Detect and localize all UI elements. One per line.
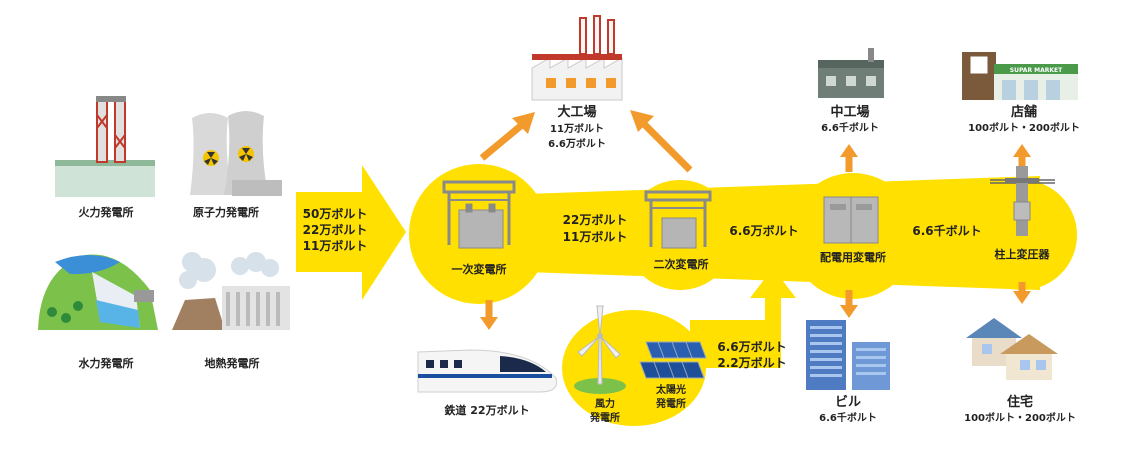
solar-panel-icon — [639, 341, 707, 379]
renewable-area-disc — [562, 310, 706, 426]
wind-plant-label-2: 発電所 — [590, 413, 620, 424]
primary-substation-label: 一次変電所 — [451, 263, 507, 276]
railway-label: 鉄道 22万ボルト — [432, 404, 542, 418]
mid-factory-icon — [818, 48, 884, 98]
pole-transformer-icon — [990, 166, 1055, 236]
thermal-plant-icon — [55, 96, 155, 197]
house-icon — [966, 318, 1058, 380]
store-label: 店舗 — [1010, 105, 1037, 120]
large-factory-label: 大工場 — [557, 105, 597, 120]
store-icon: SUPAR MARKET — [962, 52, 1078, 100]
railway-name: 鉄道 — [444, 404, 467, 417]
geothermal-plant-icon — [172, 252, 290, 330]
primary-substation-icon — [442, 180, 516, 249]
arrow-to-railway — [480, 300, 498, 330]
renewable-voltage-2: 2.2万ボルト — [717, 356, 787, 370]
building-icon — [806, 320, 890, 390]
mid-factory-label: 中工場 — [830, 105, 870, 120]
store-sign: SUPAR MARKET — [1010, 67, 1063, 74]
secondary-substation-icon — [644, 190, 712, 249]
input-voltage-2: 22万ボルト — [302, 223, 368, 237]
orange-arrows — [479, 110, 1031, 330]
solar-plant-label-1: 太陽光 — [656, 385, 686, 396]
large-factory-voltage-2: 6.6万ボルト — [548, 139, 606, 150]
mid-factory-voltage: 6.6千ボルト — [821, 123, 879, 134]
renewable-flow-band — [690, 268, 796, 368]
solar-plant-label-2: 発電所 — [656, 399, 686, 410]
nuclear-plant-label: 原子力発電所 — [193, 206, 259, 219]
arrow-to-house — [1013, 282, 1031, 304]
wind-plant-label-1: 風力 — [595, 399, 615, 410]
wind-turbine-icon — [574, 305, 626, 394]
primary-out-voltage-2: 11万ボルト — [562, 230, 628, 244]
arrow-to-large-factory-right — [630, 110, 693, 173]
nuclear-plant-icon — [190, 111, 282, 196]
primary-out-voltage-1: 22万ボルト — [562, 213, 628, 227]
thermal-plant-label: 火力発電所 — [78, 206, 134, 219]
railway-voltage: 22万ボルト — [470, 404, 530, 417]
input-flow-arrow-icon — [296, 165, 406, 300]
input-voltage-1: 50万ボルト — [302, 207, 368, 221]
building-label: ビル — [834, 395, 861, 410]
hydro-plant-label: 水力発電所 — [78, 357, 134, 370]
store-voltage: 100ボルト・200ボルト — [968, 123, 1080, 134]
arrow-to-mid-factory — [840, 144, 858, 172]
secondary-substation-label: 二次変電所 — [653, 258, 709, 271]
renewable-voltage-1: 6.6万ボルト — [717, 340, 787, 354]
arrow-to-large-factory-left — [479, 112, 535, 161]
distribution-substation-icon — [823, 196, 879, 244]
pole-transformer-label: 柱上変圧器 — [994, 248, 1050, 261]
house-voltage: 100ボルト・200ボルト — [964, 413, 1076, 424]
input-voltage-3: 11万ボルト — [302, 239, 368, 253]
building-voltage: 6.6千ボルト — [819, 413, 877, 424]
hydro-plant-icon — [38, 254, 158, 330]
train-icon — [417, 349, 558, 393]
distribution-out-voltage: 6.6千ボルト — [912, 224, 982, 238]
secondary-out-voltage: 6.6万ボルト — [729, 224, 799, 238]
large-factory-voltage-1: 11万ボルト — [550, 124, 604, 135]
large-factory-icon — [531, 15, 623, 101]
geothermal-plant-label: 地熱発電所 — [204, 357, 260, 370]
house-label: 住宅 — [1006, 395, 1033, 410]
arrow-to-building — [840, 290, 858, 318]
distribution-substation-label: 配電用変電所 — [820, 251, 886, 264]
